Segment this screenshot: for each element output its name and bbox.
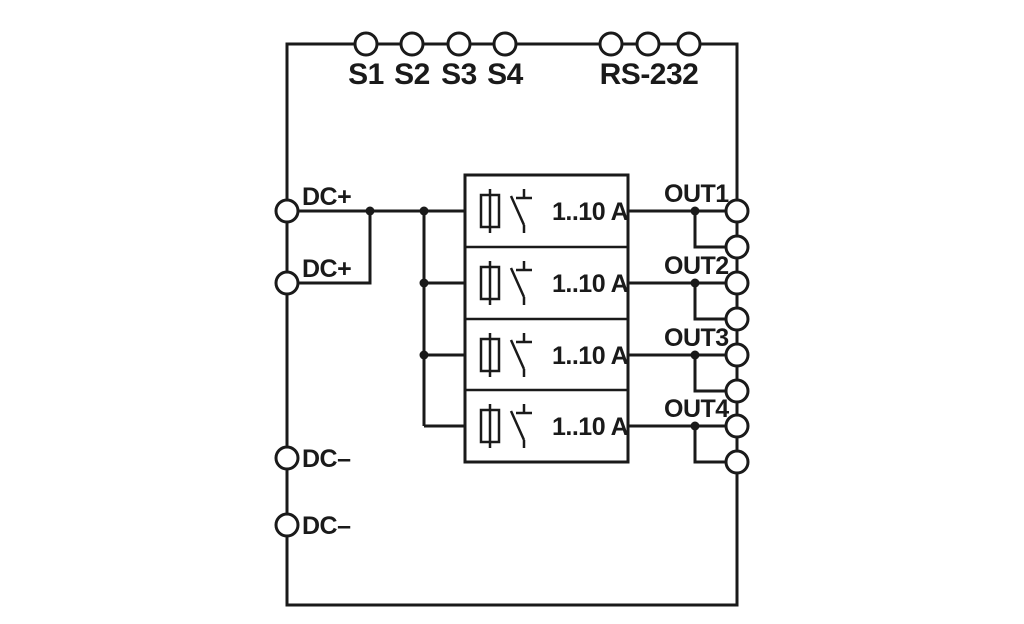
dc-terminals: [274, 198, 300, 538]
breaker-block: 1..10 A 1..10 A 1..10 A: [463, 173, 630, 464]
label-s2: S2: [394, 58, 430, 91]
terminal-out1-b: [724, 234, 750, 260]
terminal-out2-a: [724, 270, 750, 296]
terminal-out2-b: [724, 306, 750, 332]
channel-rating: 1..10 A: [552, 413, 629, 441]
label-dc-minus-1: DC–: [302, 445, 351, 473]
terminal-rs232-2: [635, 31, 661, 57]
label-out2: OUT2: [664, 252, 729, 280]
terminal-dc-minus-1: [274, 445, 300, 471]
breaker-switch-icon: [509, 404, 532, 448]
output-labels: OUT1 OUT2 OUT3 OUT4: [664, 180, 730, 423]
terminal-rs232-1: [598, 31, 624, 57]
label-rs232: RS-232: [600, 58, 699, 91]
terminal-dc-minus-2: [274, 512, 300, 538]
channel-4: 1..10 A: [479, 404, 629, 448]
top-labels: S1 S2 S3 S4 RS-232: [348, 58, 699, 91]
output-wiring: [628, 209, 737, 464]
fuse-icon: [479, 333, 501, 377]
fuse-icon: [479, 404, 501, 448]
breaker-switch-icon: [509, 333, 532, 377]
label-s3: S3: [441, 58, 477, 91]
terminal-out4-b: [724, 449, 750, 475]
terminal-s1: [353, 31, 379, 57]
label-s4: S4: [487, 58, 524, 91]
label-dc-plus-2: DC+: [302, 255, 351, 283]
label-s1: S1: [348, 58, 384, 91]
terminal-rs232-3: [676, 31, 702, 57]
terminal-out1-a: [724, 198, 750, 224]
fuse-icon: [479, 261, 501, 305]
label-out1: OUT1: [664, 180, 729, 208]
label-out3: OUT3: [664, 324, 729, 352]
terminal-dc-plus-1: [274, 198, 300, 224]
label-out4: OUT4: [664, 395, 729, 423]
terminal-out4-a: [724, 413, 750, 439]
channel-2: 1..10 A: [479, 261, 629, 305]
channel-rating: 1..10 A: [552, 198, 629, 226]
terminal-s3: [446, 31, 472, 57]
channel-3: 1..10 A: [479, 333, 629, 377]
terminal-out3-a: [724, 342, 750, 368]
terminal-s2: [399, 31, 425, 57]
channel-rating: 1..10 A: [552, 342, 629, 370]
output-terminals: [724, 198, 750, 475]
terminal-out3-b: [724, 378, 750, 404]
fuse-icon: [479, 189, 501, 233]
label-dc-minus-2: DC–: [302, 512, 351, 540]
junction-dots: [365, 206, 700, 431]
channel-rating: 1..10 A: [552, 270, 629, 298]
label-dc-plus-1: DC+: [302, 183, 351, 211]
input-wiring: [287, 209, 465, 428]
dc-labels: DC+ DC+ DC– DC–: [302, 183, 352, 540]
breaker-switch-icon: [509, 261, 532, 305]
channel-1: 1..10 A: [479, 189, 629, 233]
terminal-s4: [492, 31, 518, 57]
terminal-dc-plus-2: [274, 270, 300, 296]
top-terminals: [353, 31, 702, 57]
breaker-switch-icon: [509, 189, 532, 233]
